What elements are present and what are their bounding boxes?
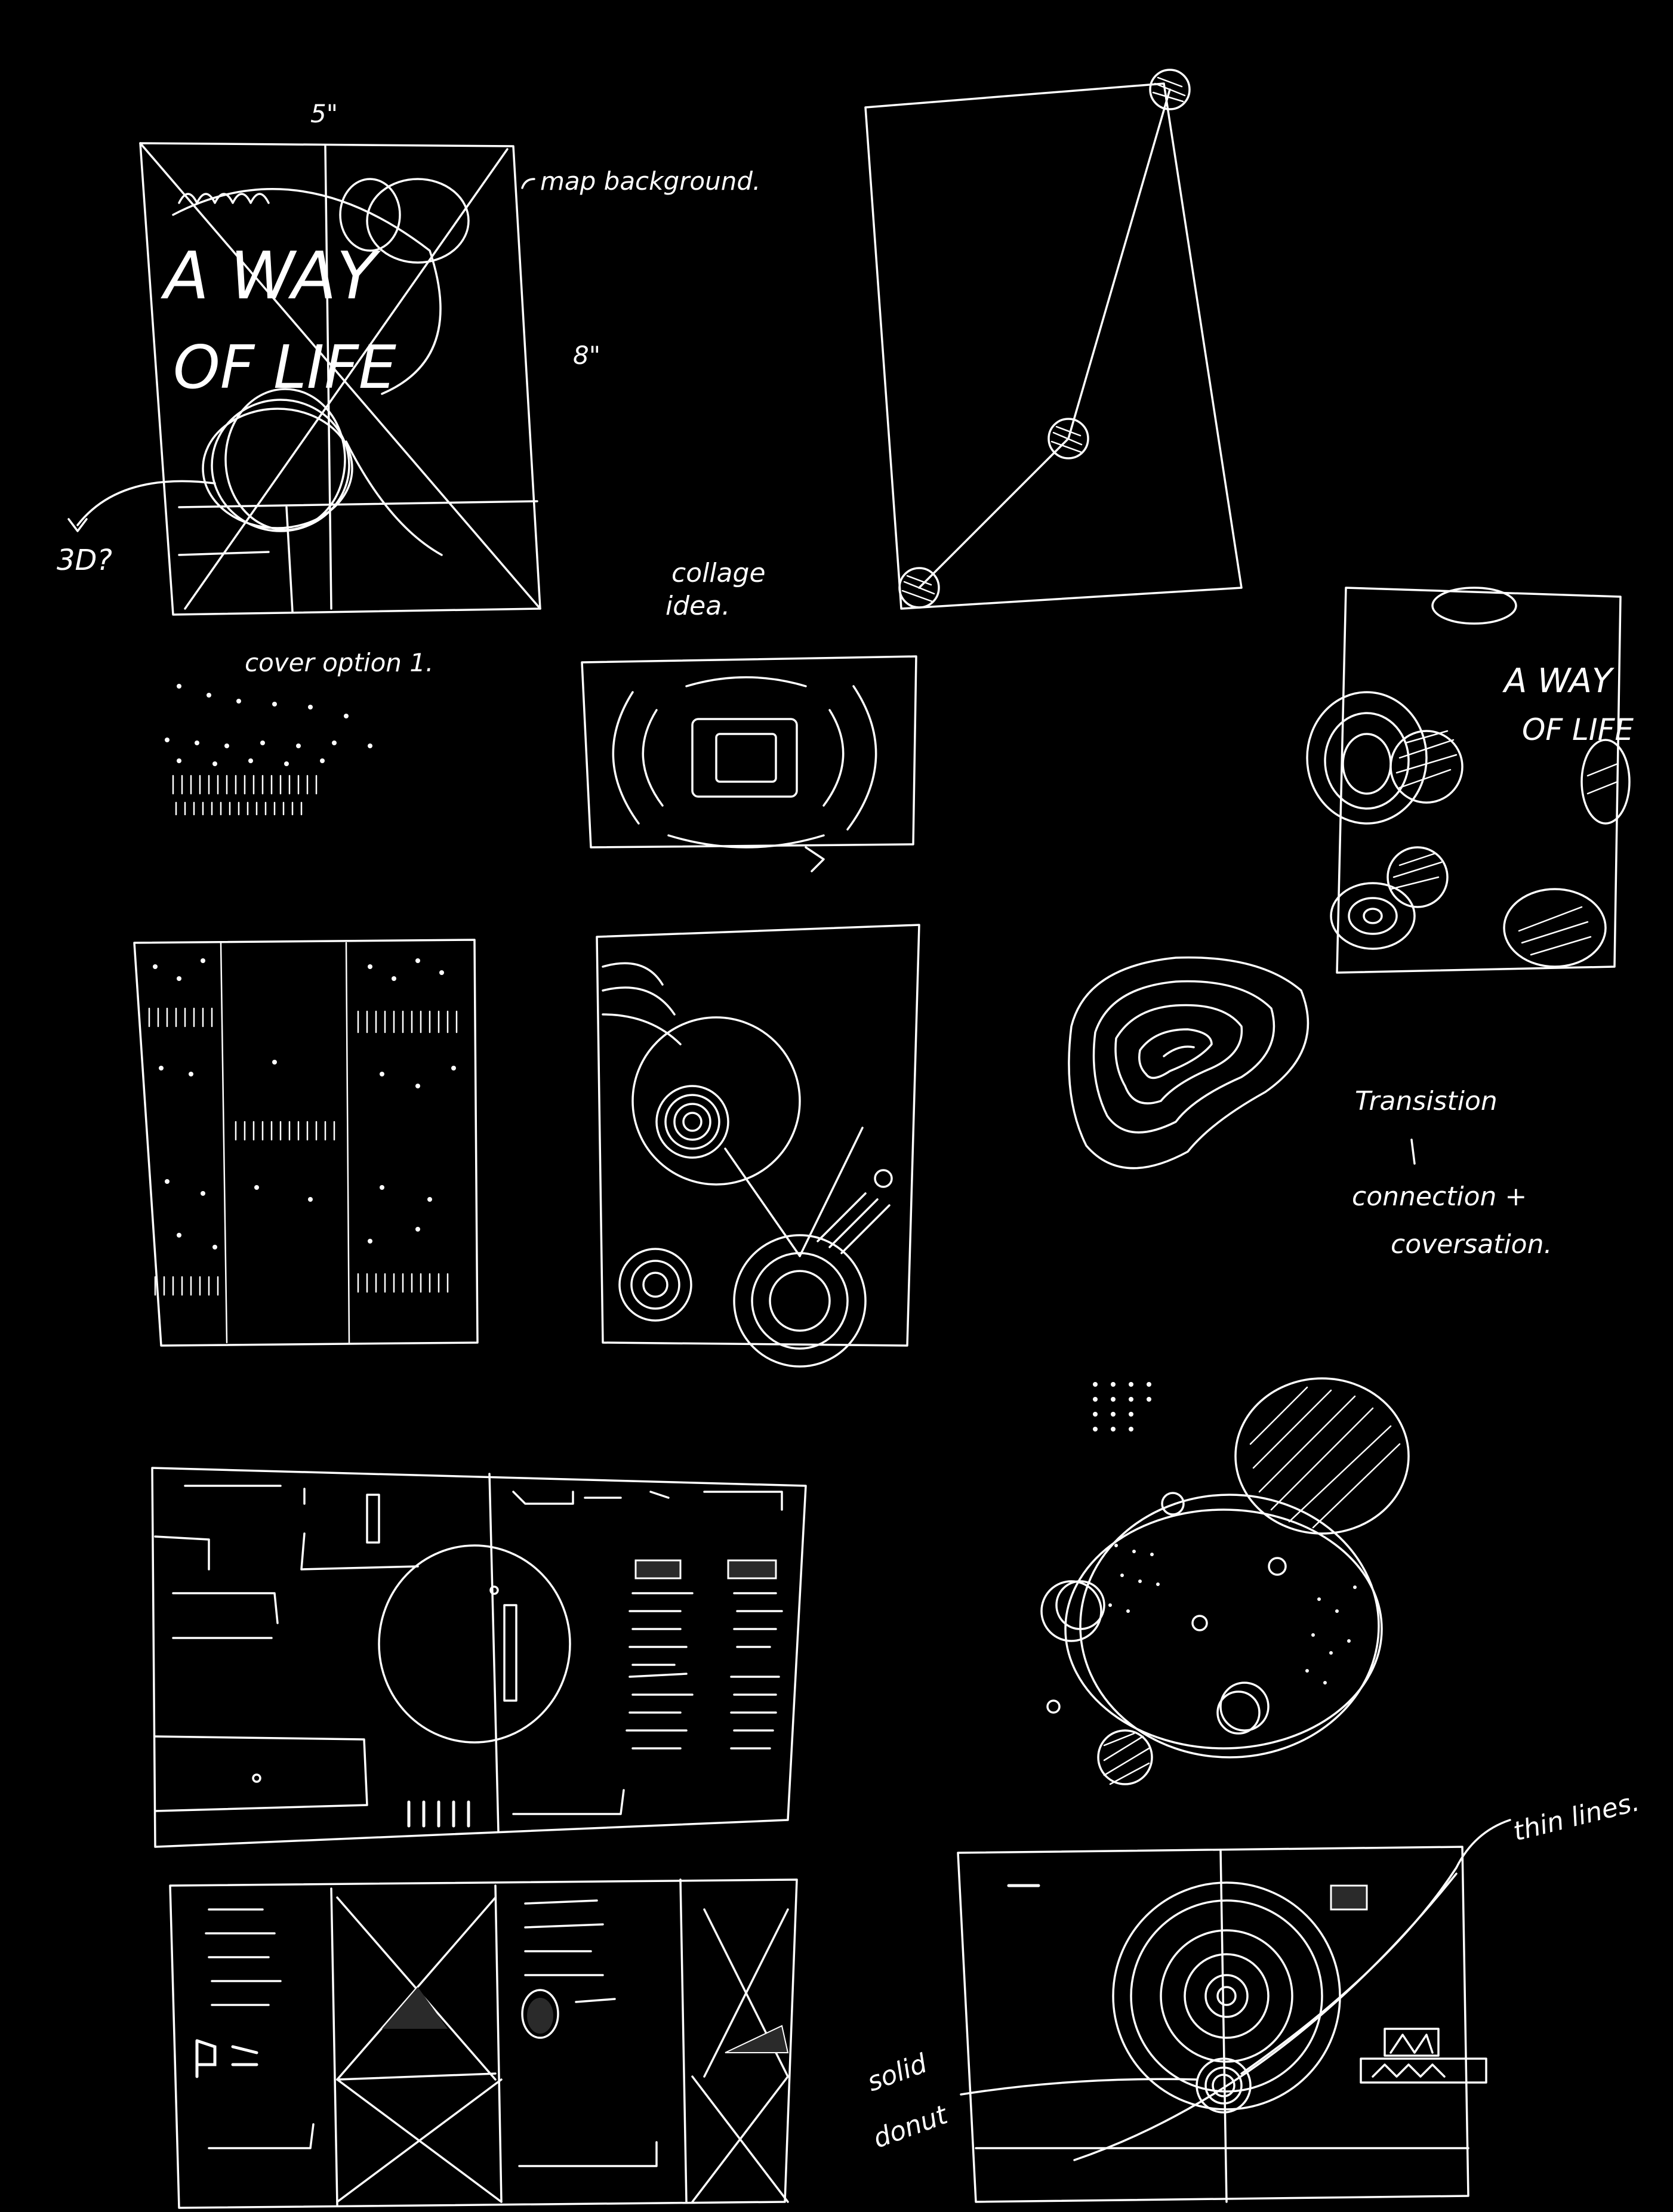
concentric-sketch [596,924,920,1368]
cover-sketch: A WAY OF LIFE 5" 8" map background. 3D? [57,99,760,616]
thin-lines-label: thin lines. [1510,1787,1642,1847]
collage-label-line1: collage [671,558,766,588]
panels-sketch [169,1878,798,2209]
spread-layout-sketch [151,1467,807,1848]
transition-label: Transistion [1355,1086,1498,1116]
target-sketch: thin lines. solid donut [863,1787,1643,2203]
cover-option-label: cover option 1. [245,648,433,677]
donut-label: donut [869,2099,952,2154]
collage-sketch [581,655,917,872]
cover-title-line1: A WAY [161,237,381,314]
solid-label: solid [863,2048,932,2097]
blob-sketch: Transistion connection + coversation. [1068,956,1552,1260]
height-label: 8" [573,341,600,370]
conversation-label: coversation. [1391,1229,1552,1260]
map-background-label: map background. [540,166,760,196]
right-cover-title-line2: OF LIFE [1522,712,1634,747]
nodes-sketch: collage idea. [665,69,1243,621]
connection-label: connection + [1352,1181,1527,1212]
three-d-label: 3D? [57,544,112,577]
right-cover-sketch: A WAY OF LIFE [1306,587,1634,974]
dotgrid-sketch [133,939,479,1347]
width-label: 5" [310,99,338,128]
cover-title-line2: OF LIFE [173,332,396,402]
planets-sketch [1040,1377,1410,1785]
cover-option-sketch: cover option 1. [165,648,433,816]
right-cover-title-line1: A WAY [1502,662,1615,701]
collage-label-line2: idea. [665,591,730,621]
